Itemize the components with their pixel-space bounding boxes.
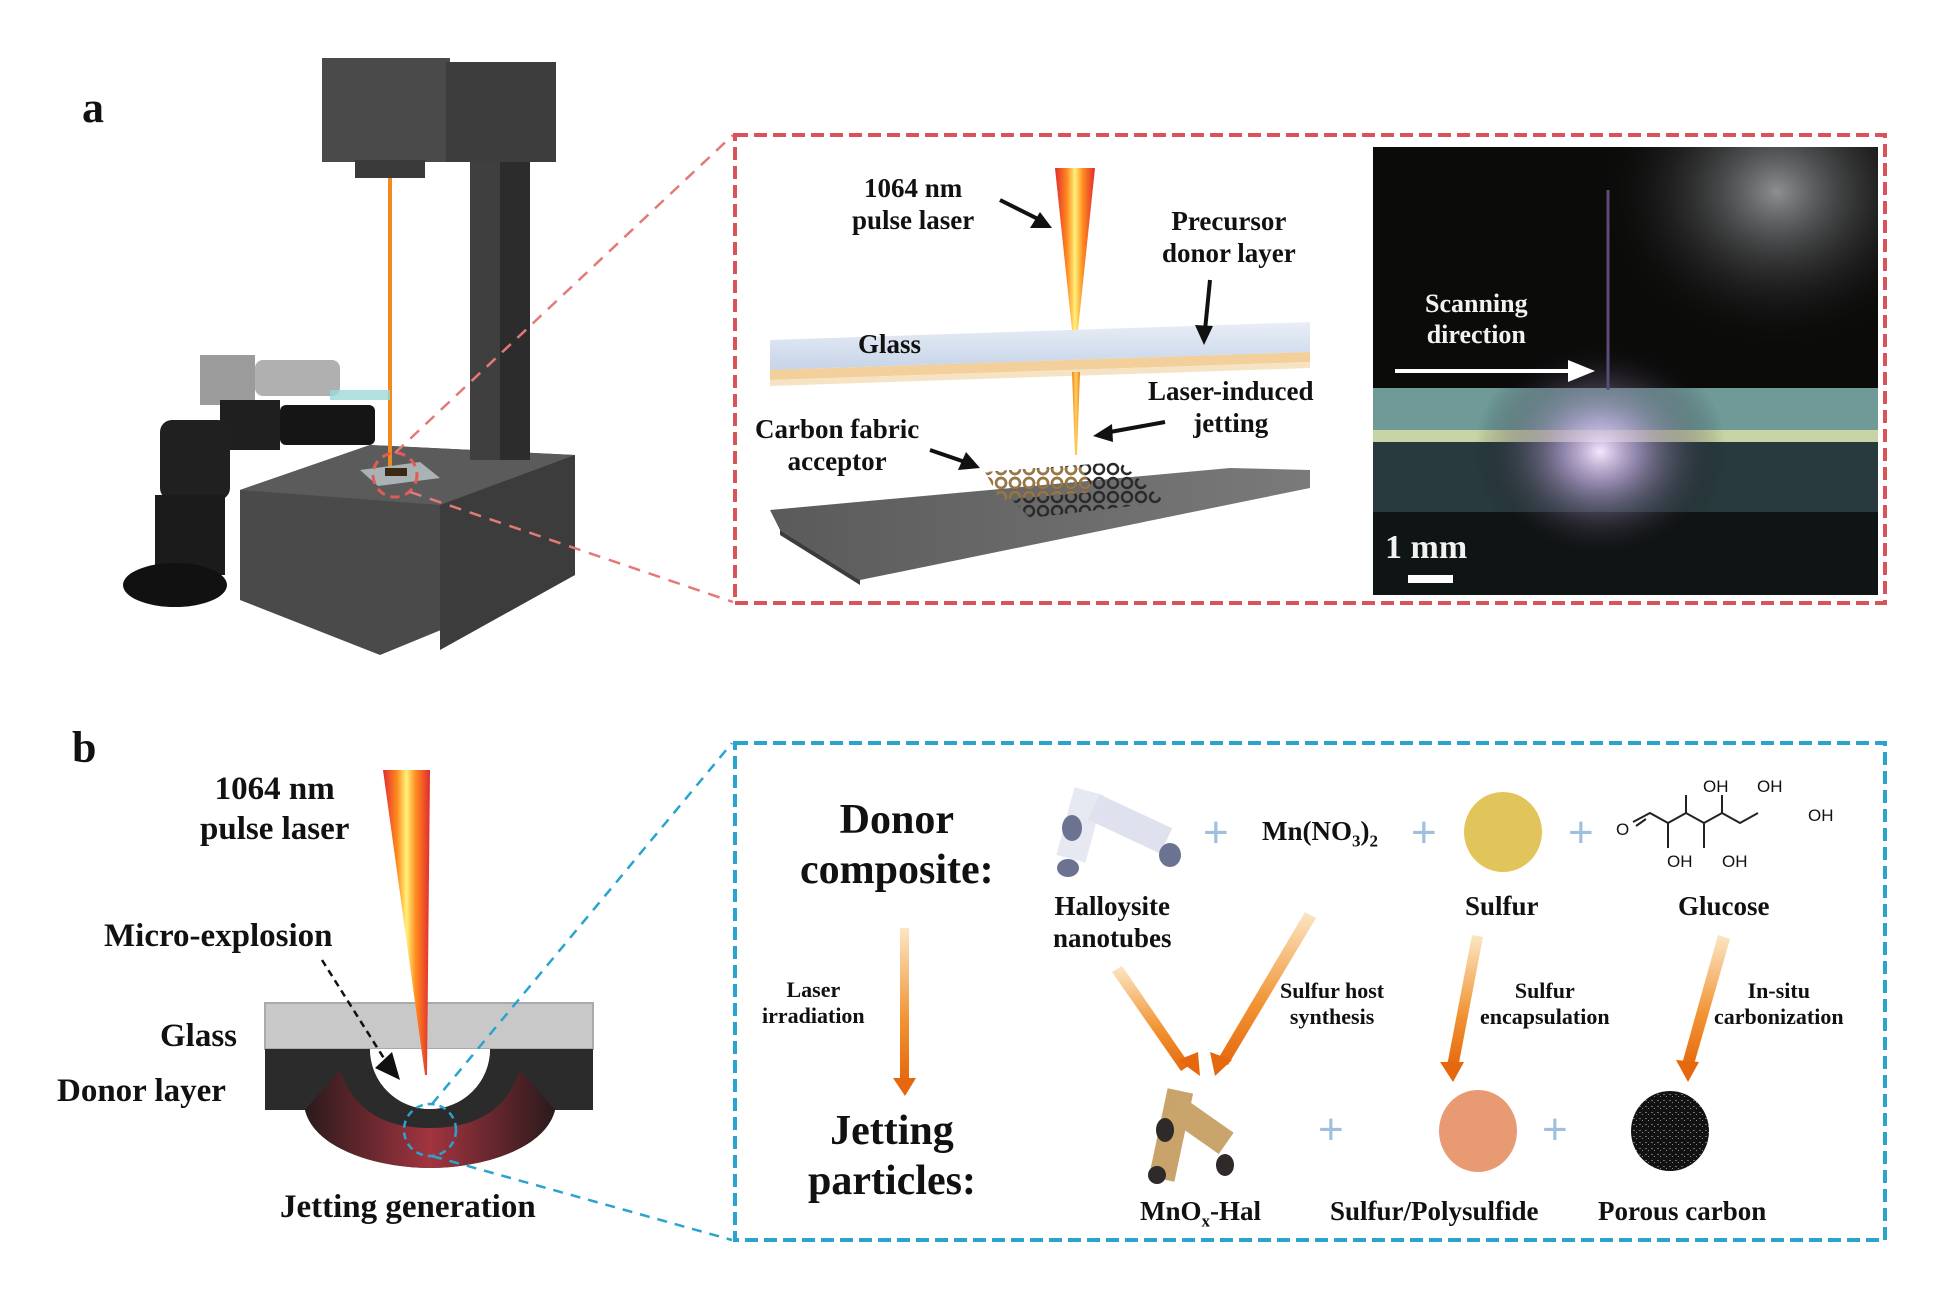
laser-label-line1: 1064 nm bbox=[864, 173, 963, 203]
acceptor-label: Carbon fabric acceptor bbox=[755, 413, 919, 478]
b-glass-label: Glass bbox=[160, 1018, 238, 1054]
panel-a-zoom-frame bbox=[733, 133, 1887, 605]
mnox-hal-icon bbox=[1148, 1088, 1234, 1184]
process-host-line1: Sulfur host bbox=[1280, 978, 1385, 1003]
glucose-oh-3: OH bbox=[1808, 806, 1834, 825]
halloysite-label-line2: nanotubes bbox=[1053, 923, 1172, 954]
laser-label: 1064 nm pulse laser bbox=[852, 172, 974, 237]
plus-sign: + bbox=[1318, 1105, 1344, 1154]
plus-sign: + bbox=[1542, 1105, 1568, 1154]
jetting-generation-label: Jetting generation bbox=[280, 1189, 536, 1225]
scanning-label-line2: direction bbox=[1426, 320, 1526, 350]
glucose-oh-4: OH bbox=[1667, 852, 1693, 871]
halloysite-label: Halloysite nanotubes bbox=[1053, 890, 1172, 955]
process-arrows bbox=[1112, 912, 1730, 1082]
mnox-sub: x bbox=[1201, 1211, 1211, 1231]
precursor-label-line2: donor layer bbox=[1162, 238, 1296, 269]
panel-b-cross-section bbox=[264, 770, 594, 1168]
scale-bar-label: 1 mm bbox=[1385, 529, 1468, 566]
scale-bar bbox=[1408, 575, 1453, 583]
panel-a-photo bbox=[1373, 147, 1878, 595]
halloysite-label-line1: Halloysite bbox=[1054, 891, 1171, 921]
panel-b-connector bbox=[431, 742, 733, 1242]
sulfur-label: Sulfur bbox=[1465, 891, 1539, 921]
process-host-line2: synthesis bbox=[1289, 1004, 1375, 1030]
b-laser-label-line2: pulse laser bbox=[200, 810, 350, 847]
mn-nitrate-sub2: 2 bbox=[1369, 831, 1379, 851]
mn-nitrate-sub1: 3 bbox=[1352, 831, 1361, 851]
sulfur-particle-icon bbox=[1464, 792, 1542, 872]
laser-machine-illustration bbox=[123, 58, 575, 655]
glucose-oh-5: OH bbox=[1722, 852, 1748, 871]
polysulfide-label: Sulfur/Polysulfide bbox=[1330, 1196, 1539, 1226]
panel-b-letter: b bbox=[72, 723, 97, 772]
glucose-structure-icon bbox=[1632, 795, 1759, 848]
precursor-label: Precursor donor layer bbox=[1162, 205, 1296, 270]
donor-heading-line2: composite: bbox=[800, 847, 994, 894]
mn-nitrate-main: Mn(NO bbox=[1262, 816, 1352, 846]
acceptor-label-line1: Carbon fabric bbox=[755, 414, 920, 444]
scanning-label-line1: Scanning bbox=[1425, 289, 1528, 318]
plus-sign: + bbox=[1568, 808, 1594, 857]
jetting-label: Laser-induced jetting bbox=[1148, 375, 1314, 440]
halloysite-nanotubes-icon bbox=[1056, 787, 1181, 877]
plus-sign: + bbox=[1203, 808, 1229, 857]
glucose-o: O bbox=[1616, 820, 1630, 839]
polysulfide-particle-icon bbox=[1439, 1090, 1517, 1172]
donor-heading-line1: Donor bbox=[839, 797, 954, 843]
jetting-heading-line2: particles: bbox=[808, 1158, 976, 1205]
process-label-encapsulation: Sulfur encapsulation bbox=[1480, 978, 1610, 1031]
mnox-main: MnO bbox=[1140, 1196, 1202, 1226]
process-label-carbonization: In-situ carbonization bbox=[1714, 978, 1844, 1031]
glucose-label: Glucose bbox=[1678, 891, 1770, 921]
panel-b-zoom-frame bbox=[733, 741, 1887, 1242]
laser-irradiation-label: Laser irradiation bbox=[762, 977, 865, 1030]
process-encap-line2: encapsulation bbox=[1480, 1004, 1610, 1030]
micro-explosion-label: Micro-explosion bbox=[104, 918, 333, 954]
porous-carbon-label: Porous carbon bbox=[1598, 1196, 1767, 1226]
scanning-direction-label: Scanning direction bbox=[1425, 288, 1528, 350]
jetting-heading-line1: Jetting bbox=[830, 1108, 954, 1154]
jetting-particles-heading: Jetting particles: bbox=[808, 1106, 976, 1207]
mnox-hal-label: MnOx-Hal bbox=[1140, 1195, 1261, 1232]
mn-nitrate-formula: Mn(NO3)2 bbox=[1262, 815, 1378, 852]
laser-irradiation-line1: Laser bbox=[786, 977, 841, 1002]
laser-label-line2: pulse laser bbox=[852, 205, 975, 236]
precursor-label-line1: Precursor bbox=[1171, 206, 1287, 236]
porous-carbon-icon bbox=[1631, 1091, 1709, 1171]
jetting-label-line2: jetting bbox=[1193, 408, 1269, 439]
b-laser-label: 1064 nm pulse laser bbox=[200, 770, 349, 849]
glucose-oh-2: OH bbox=[1757, 777, 1783, 796]
plus-sign: + bbox=[1411, 808, 1437, 857]
mnox-rest: -Hal bbox=[1210, 1196, 1262, 1226]
donor-layer-label: Donor layer bbox=[57, 1073, 226, 1109]
process-carbon-line2: carbonization bbox=[1714, 1004, 1844, 1030]
panel-b-scheme-graphics bbox=[893, 787, 1759, 1184]
panel-a-schematic bbox=[770, 168, 1310, 585]
laser-irradiation-line2: irradiation bbox=[762, 1003, 865, 1029]
panel-a-connector bbox=[371, 134, 734, 604]
acceptor-label-line2: acceptor bbox=[787, 446, 887, 477]
process-carbon-line1: In-situ bbox=[1747, 978, 1810, 1003]
process-encap-line1: Sulfur bbox=[1514, 978, 1575, 1003]
glucose-oh-1: OH bbox=[1703, 777, 1729, 796]
mn-nitrate-close: ) bbox=[1360, 816, 1370, 846]
glass-label: Glass bbox=[858, 329, 922, 359]
jetting-label-line1: Laser-induced bbox=[1148, 376, 1314, 406]
b-laser-label-line1: 1064 nm bbox=[214, 771, 335, 807]
donor-composite-heading: Donor composite: bbox=[800, 795, 994, 896]
panel-a-letter: a bbox=[82, 83, 104, 132]
process-label-host-synthesis: Sulfur host synthesis bbox=[1280, 978, 1384, 1031]
